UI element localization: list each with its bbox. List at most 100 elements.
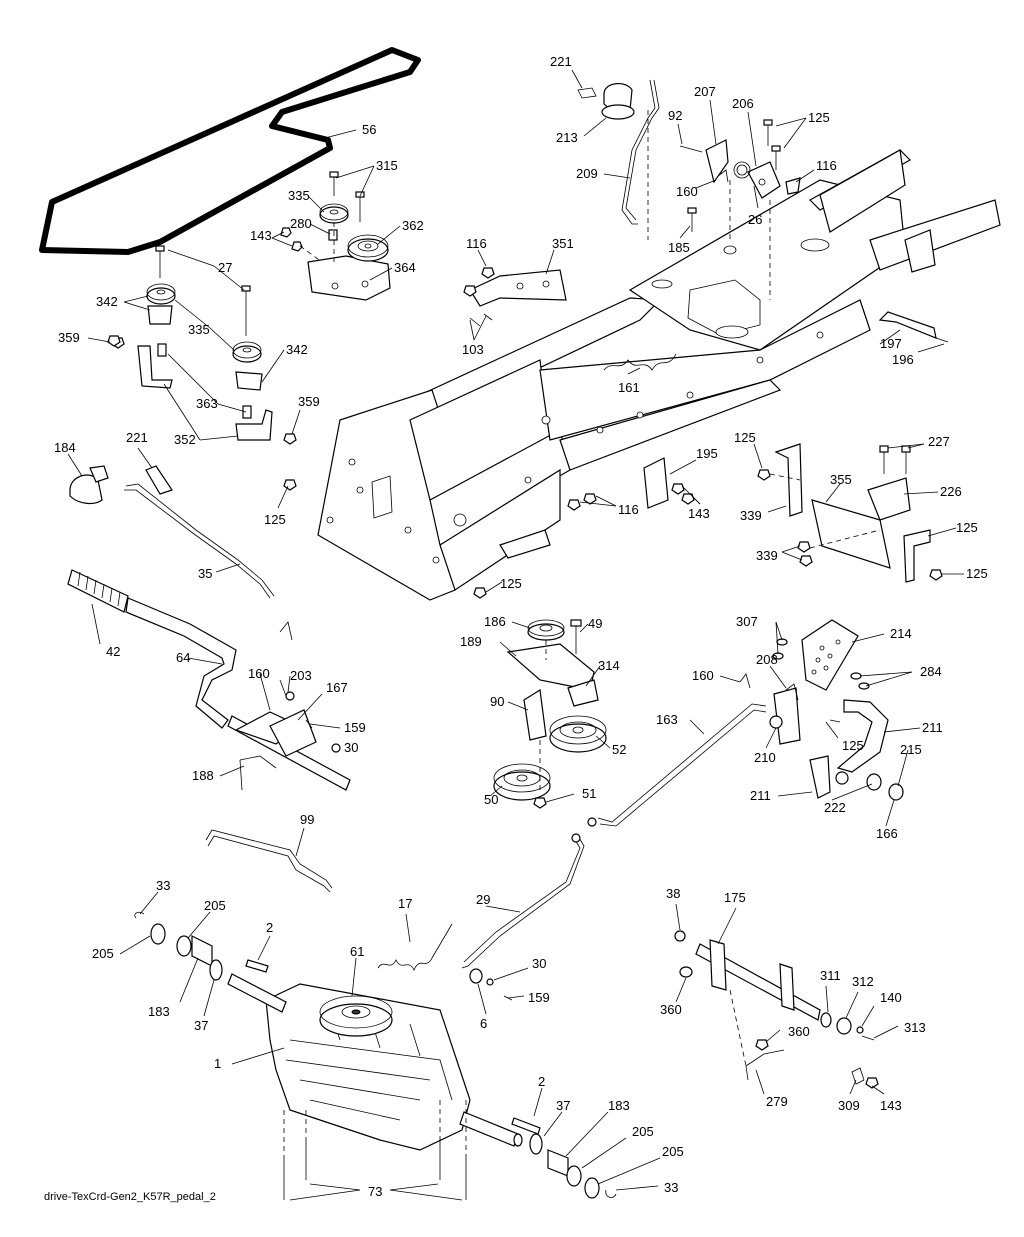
- callout-339: 339: [740, 508, 762, 523]
- callout-207: 207: [694, 84, 716, 99]
- callout-125: 125: [808, 110, 830, 125]
- callout-125: 125: [264, 512, 286, 527]
- callout-195: 195: [696, 446, 718, 461]
- callout-166: 166: [876, 826, 898, 841]
- callout-196: 196: [892, 352, 914, 367]
- callout-284: 284: [920, 664, 942, 679]
- callout-188: 188: [192, 768, 214, 783]
- callout-211: 211: [750, 788, 771, 803]
- bracket-351: [463, 267, 567, 327]
- callout-186: 186: [484, 614, 506, 629]
- callout-50: 50: [484, 792, 498, 807]
- callout-159: 159: [528, 990, 550, 1005]
- callout-64: 64: [176, 650, 190, 665]
- pedal-shaft-assembly: [674, 930, 879, 1089]
- rear-brackets: [567, 443, 943, 583]
- callout-35: 35: [198, 566, 212, 581]
- callout-37: 37: [556, 1098, 570, 1113]
- callout-339: 339: [756, 548, 778, 563]
- callout-359: 359: [58, 330, 80, 345]
- callout-313: 313: [904, 1020, 926, 1035]
- callout-359: 359: [298, 394, 320, 409]
- callout-314: 314: [598, 658, 620, 673]
- callout-213: 213: [556, 130, 578, 145]
- callout-90: 90: [490, 694, 504, 709]
- callout-342: 342: [96, 294, 118, 309]
- callout-362: 362: [402, 218, 424, 233]
- callout-160: 160: [692, 668, 714, 683]
- callout-209: 209: [576, 166, 598, 181]
- callout-226: 226: [940, 484, 962, 499]
- callout-143: 143: [250, 228, 272, 243]
- callout-33: 33: [156, 878, 170, 893]
- callout-56: 56: [362, 122, 376, 137]
- callout-183: 183: [608, 1098, 630, 1113]
- callout-312: 312: [852, 974, 874, 989]
- callout-30: 30: [344, 740, 358, 755]
- callout-215: 215: [900, 742, 922, 757]
- callout-116: 116: [466, 236, 487, 251]
- callout-143: 143: [688, 506, 710, 521]
- lift-linkage-top: [577, 79, 801, 300]
- callout-355: 355: [830, 472, 852, 487]
- leader-lines: [67, 69, 964, 1201]
- callout-227: 227: [928, 434, 950, 449]
- callout-125: 125: [842, 738, 864, 753]
- diagram-caption: drive-TexCrd-Gen2_K57R_pedal_2: [44, 1191, 216, 1203]
- callout-352: 352: [174, 432, 196, 447]
- callout-221: 221: [126, 430, 148, 445]
- callout-125: 125: [956, 520, 978, 535]
- speed-control-lever: [67, 465, 351, 791]
- callout-61: 61: [350, 944, 364, 959]
- callout-6: 6: [480, 1016, 487, 1031]
- callout-49: 49: [588, 616, 602, 631]
- callout-161: 161: [618, 380, 640, 395]
- idler-pulley-bracket-assembly: [111, 171, 391, 445]
- callout-307: 307: [736, 614, 758, 629]
- callout-51: 51: [582, 786, 596, 801]
- callout-280: 280: [290, 216, 312, 231]
- callout-335: 335: [288, 188, 310, 203]
- pedal-assembly: [587, 619, 904, 827]
- callout-103: 103: [462, 342, 484, 357]
- callout-205: 205: [662, 1144, 684, 1159]
- callout-52: 52: [612, 742, 626, 757]
- callout-189: 189: [460, 634, 482, 649]
- callout-38: 38: [666, 886, 680, 901]
- callout-363: 363: [196, 396, 218, 411]
- callout-211: 211: [922, 720, 943, 735]
- callout-37: 37: [194, 1018, 208, 1033]
- callout-203: 203: [290, 668, 312, 683]
- callout-116: 116: [618, 502, 639, 517]
- callout-208: 208: [756, 652, 778, 667]
- callout-30: 30: [532, 956, 546, 971]
- callout-185: 185: [668, 240, 690, 255]
- callout-360: 360: [788, 1024, 810, 1039]
- callout-351: 351: [552, 236, 574, 251]
- callout-183: 183: [148, 1004, 170, 1019]
- callout-160: 160: [676, 184, 698, 199]
- rods-99-29: [205, 829, 585, 1001]
- callout-167: 167: [326, 680, 348, 695]
- callout-279: 279: [766, 1094, 788, 1109]
- callout-311: 311: [820, 968, 841, 983]
- chassis-frame: [317, 149, 1001, 601]
- callout-342: 342: [286, 342, 308, 357]
- callout-160: 160: [248, 666, 270, 681]
- callout-33: 33: [664, 1180, 678, 1195]
- callout-309: 309: [838, 1098, 860, 1113]
- drive-belt: [39, 47, 421, 255]
- callout-206: 206: [732, 96, 754, 111]
- center-pulley-assembly: [493, 619, 607, 809]
- callout-159: 159: [344, 720, 366, 735]
- callout-125: 125: [734, 430, 756, 445]
- callout-2: 2: [266, 920, 273, 935]
- callout-197: 197: [880, 336, 902, 351]
- callout-143: 143: [880, 1098, 902, 1113]
- callout-335: 335: [188, 322, 210, 337]
- callout-210: 210: [754, 750, 776, 765]
- callout-205: 205: [204, 898, 226, 913]
- callout-17: 17: [398, 896, 412, 911]
